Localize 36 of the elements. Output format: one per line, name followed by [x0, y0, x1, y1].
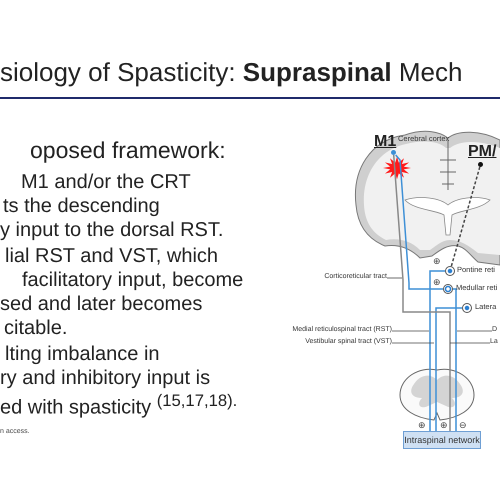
tract-line	[435, 307, 462, 431]
leader-line	[392, 330, 430, 332]
area-label: PM/	[468, 143, 496, 161]
tract-line	[453, 288, 457, 431]
body-text: sed and later becomes	[0, 293, 202, 316]
body-text: M1 and/or the CRT	[21, 171, 191, 194]
nucleus-circle	[443, 284, 453, 294]
body-text: facilitatory input, become	[22, 269, 244, 292]
leader-line	[392, 342, 434, 344]
leader-line	[456, 330, 492, 332]
sign-symbol: ⊖	[459, 420, 467, 430]
cortex-point	[391, 150, 396, 155]
tract-line	[395, 154, 443, 290]
network-label: Intraspinal network	[404, 435, 480, 445]
slide-title: siology of Spasticity: Supraspinal Mech	[0, 57, 462, 88]
leader-line	[450, 342, 490, 344]
area-label: M1	[374, 133, 396, 151]
nucleus-circle	[445, 266, 455, 276]
body-text: ts the descending	[3, 195, 160, 218]
body-text: ry and inhibitory input is	[0, 367, 210, 390]
tract-line	[392, 154, 451, 431]
cortex-point	[478, 162, 483, 167]
body-text: citable.	[4, 317, 68, 340]
section-heading: oposed framework:	[30, 137, 226, 164]
body-text: y input to the dorsal RST.	[0, 219, 224, 242]
sign-symbol: ⊕	[418, 420, 426, 430]
tract-line	[429, 270, 445, 431]
nucleus-circle	[462, 303, 472, 313]
body-text: ed with spasticity $^{(15,17,18).}$	[0, 391, 238, 420]
sign-symbol: ⊕	[433, 256, 441, 266]
sign-symbol: ⊕	[433, 277, 441, 287]
body-text: lial RST and VST, which	[5, 245, 218, 268]
sign-symbol: ⊕	[440, 420, 448, 430]
body-text: lting imbalance in	[5, 343, 160, 366]
network-box	[403, 431, 481, 449]
tract-line	[450, 166, 481, 266]
